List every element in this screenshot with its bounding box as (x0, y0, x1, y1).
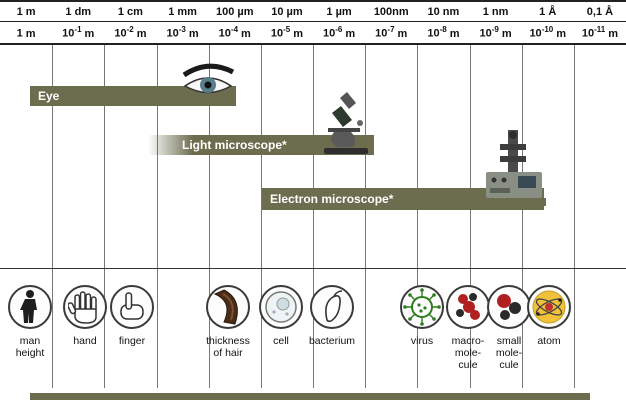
finger-icon (110, 285, 154, 329)
scale-tick-label: 1 dm (65, 5, 92, 18)
scale-tick-label: 1 m (16, 5, 36, 18)
virus-icon (400, 285, 444, 329)
scale-tick-label: 1 nm (482, 5, 509, 18)
scale-tick-label: 1 mm (168, 5, 197, 18)
scale-tick-label: 1 µm (326, 5, 352, 18)
objects-separator-line (0, 268, 626, 269)
scale-tick-label: 10 nm (427, 5, 460, 18)
object-thickness-of-hair: thickness of hair (198, 285, 258, 359)
gridline (365, 45, 366, 388)
object-label: atom (537, 335, 561, 347)
gridline (313, 45, 314, 388)
electron-microscope-range-bar: Electron microscope* (262, 188, 544, 210)
scale-tick-label: 0,1 Å (586, 5, 614, 18)
object-finger: finger (102, 285, 162, 347)
object-label: hand (73, 335, 97, 347)
bacterium-icon (310, 285, 354, 329)
gridline (157, 45, 158, 388)
eye-range-bar: Eye (30, 86, 236, 106)
hand-icon (63, 285, 107, 329)
object-cell: cell (251, 285, 311, 347)
electron-microscope-icon (478, 128, 548, 215)
hair-icon (206, 285, 250, 329)
object-small-molecule: small mole- cule (479, 285, 539, 371)
scale-tick-label: 10 µm (271, 5, 303, 18)
atom-icon (527, 285, 571, 329)
object-label: thickness of hair (206, 335, 250, 360)
object-label: man height (15, 335, 45, 360)
object-bacterium: bacterium (302, 285, 362, 347)
scale-tick-label: 100nm (373, 5, 409, 18)
light-microscope-range-bar: Light microscope* (148, 135, 374, 155)
man-icon (8, 285, 52, 329)
gridline (574, 45, 575, 388)
macromolecule-icon (446, 285, 490, 329)
scale-tick-label: 1 cm (117, 5, 143, 18)
object-label: small mole- cule (495, 335, 523, 372)
eye-range-label: Eye (38, 89, 60, 103)
gridline (470, 45, 471, 388)
object-man-height: man height (0, 285, 60, 359)
light-microscope-range-label: Light microscope* (182, 138, 287, 152)
object-label: finger (118, 335, 146, 347)
small-molecule-icon (487, 285, 531, 329)
gridline (522, 45, 523, 388)
electron-microscope-range-label: Electron microscope* (270, 192, 394, 206)
gridline (417, 45, 418, 388)
gridline (261, 45, 262, 388)
scale-tick-label: 1 Å (539, 5, 557, 18)
eye-icon (180, 62, 236, 105)
object-macromolecule: macro- mole- cule (438, 285, 498, 371)
scale-tick-label: 100 µm (215, 5, 254, 18)
light-microscope-icon (316, 90, 374, 161)
scale-units-row: 1 m 1 dm 1 cm 1 mm 100 µm 10 µm 1 µm 100… (0, 2, 626, 22)
gridline (52, 45, 53, 388)
object-label: macro- mole- cule (451, 335, 485, 372)
object-label: cell (273, 335, 289, 347)
gridline (209, 45, 210, 388)
object-label: virus (410, 335, 434, 347)
gridline (104, 45, 105, 388)
bottom-bar (30, 393, 590, 400)
object-label: bacterium (308, 335, 356, 347)
object-virus: virus (392, 285, 452, 347)
cell-icon (259, 285, 303, 329)
object-hand: hand (55, 285, 115, 347)
object-atom: atom (519, 285, 579, 347)
